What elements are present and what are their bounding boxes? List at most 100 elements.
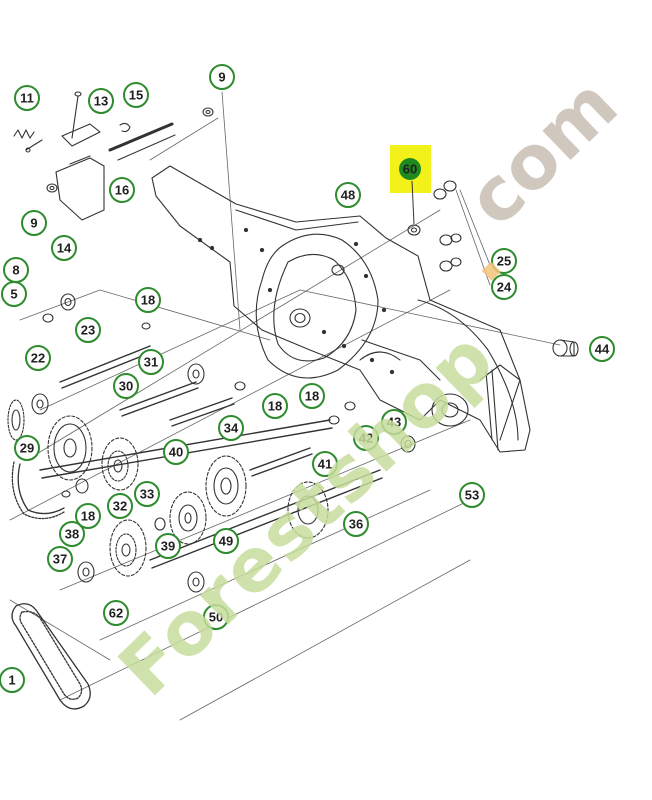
callout-label: 37 — [53, 552, 67, 567]
callout-label: 9 — [30, 216, 37, 231]
callout-circle — [262, 393, 288, 419]
callout-circle — [109, 177, 135, 203]
callout-circle — [353, 425, 379, 451]
callout-label: 31 — [144, 355, 158, 370]
callout-39[interactable]: 39 — [155, 533, 181, 559]
callout-label: 39 — [161, 539, 175, 554]
bolt-and-washers — [407, 180, 462, 272]
gear-edge-left — [7, 399, 25, 441]
callout-label: 9 — [218, 70, 225, 85]
callout-30[interactable]: 30 — [113, 373, 139, 399]
callout-label: 53 — [465, 488, 479, 503]
callout-label: 23 — [81, 323, 95, 338]
callout-62[interactable]: 62 — [103, 600, 129, 626]
callout-circle — [299, 383, 325, 409]
callout-43[interactable]: 43 — [381, 409, 407, 435]
callout-label: 18 — [305, 389, 319, 404]
highlighted-part-60[interactable]: 60 — [390, 145, 431, 225]
callout-29[interactable]: 29 — [14, 435, 40, 461]
callout-15[interactable]: 15 — [123, 82, 149, 108]
control-linkage-parts — [13, 91, 214, 221]
callout-14[interactable]: 14 — [51, 235, 77, 261]
callout-32[interactable]: 32 — [107, 493, 133, 519]
callout-circle — [103, 600, 129, 626]
callout-34[interactable]: 34 — [218, 415, 244, 441]
callout-label: 33 — [140, 487, 154, 502]
callout-circle — [0, 667, 25, 693]
callout-label: 16 — [115, 183, 129, 198]
callout-13[interactable]: 13 — [88, 88, 114, 114]
callout-label: 48 — [341, 188, 355, 203]
callout-circle — [335, 182, 361, 208]
callout-label: 41 — [318, 457, 332, 472]
callout-circle — [459, 482, 485, 508]
callout-circle — [21, 210, 47, 236]
callout-circle — [1, 281, 27, 307]
callout-label: 40 — [169, 445, 183, 460]
callout-49[interactable]: 49 — [213, 528, 239, 554]
sprocket-38 — [109, 519, 147, 577]
sprocket-39 — [169, 491, 207, 545]
callout-18[interactable]: 18 — [262, 393, 288, 419]
callout-48[interactable]: 48 — [335, 182, 361, 208]
callout-label: 5 — [10, 287, 17, 302]
callout-circle — [25, 345, 51, 371]
callout-18[interactable]: 18 — [75, 503, 101, 529]
callout-label: 44 — [595, 342, 610, 357]
callout-31[interactable]: 31 — [138, 349, 164, 375]
callout-circle — [163, 439, 189, 465]
callout-label: 8 — [12, 263, 19, 278]
bearings-and-washers — [31, 293, 416, 593]
callout-8[interactable]: 8 — [3, 257, 29, 283]
callout-23[interactable]: 23 — [75, 317, 101, 343]
callout-5[interactable]: 5 — [1, 281, 27, 307]
callout-22[interactable]: 22 — [25, 345, 51, 371]
callout-circle — [213, 528, 239, 554]
sprocket-40 — [205, 455, 247, 517]
callout-label: 30 — [119, 379, 133, 394]
callout-circle — [138, 349, 164, 375]
callout-44[interactable]: 44 — [589, 336, 615, 362]
callout-37[interactable]: 37 — [47, 546, 73, 572]
callout-circle — [203, 604, 229, 630]
callout-18[interactable]: 18 — [299, 383, 325, 409]
callout-circle — [59, 521, 85, 547]
callout-circle — [14, 85, 40, 111]
callout-40[interactable]: 40 — [163, 439, 189, 465]
callout-label: 13 — [94, 94, 108, 109]
callout-label: 22 — [31, 351, 45, 366]
callout-label: 1 — [8, 673, 15, 688]
callout-50[interactable]: 50 — [203, 604, 229, 630]
callout-11[interactable]: 11 — [14, 85, 40, 111]
callout-circle — [107, 493, 133, 519]
callout-18[interactable]: 18 — [135, 287, 161, 313]
callout-33[interactable]: 33 — [134, 481, 160, 507]
callout-9[interactable]: 9 — [209, 64, 235, 90]
callout-label: 18 — [268, 399, 282, 414]
callout-circle — [218, 415, 244, 441]
callout-16[interactable]: 16 — [109, 177, 135, 203]
bushing-44 — [552, 339, 579, 357]
sprocket-29 — [47, 415, 93, 481]
callout-36[interactable]: 36 — [343, 511, 369, 537]
callout-9[interactable]: 9 — [21, 210, 47, 236]
callout-42[interactable]: 42 — [353, 425, 379, 451]
callout-41[interactable]: 41 — [312, 451, 338, 477]
callout-label: 32 — [113, 499, 127, 514]
callout-circle — [123, 82, 149, 108]
callout-label: 50 — [209, 610, 223, 625]
callout-label: 43 — [387, 415, 401, 430]
callout-label: 14 — [57, 241, 72, 256]
callout-24[interactable]: 24 — [491, 274, 517, 300]
callout-circle — [88, 88, 114, 114]
callout-circle — [47, 546, 73, 572]
callout-25[interactable]: 25 — [491, 248, 517, 274]
callout-1[interactable]: 1 — [0, 667, 25, 693]
highlight-label: 60 — [403, 162, 417, 177]
callout-53[interactable]: 53 — [459, 482, 485, 508]
callout-circle — [134, 481, 160, 507]
callout-38[interactable]: 38 — [59, 521, 85, 547]
sprocket-33 — [101, 437, 139, 491]
highlight-leader — [411, 180, 415, 225]
